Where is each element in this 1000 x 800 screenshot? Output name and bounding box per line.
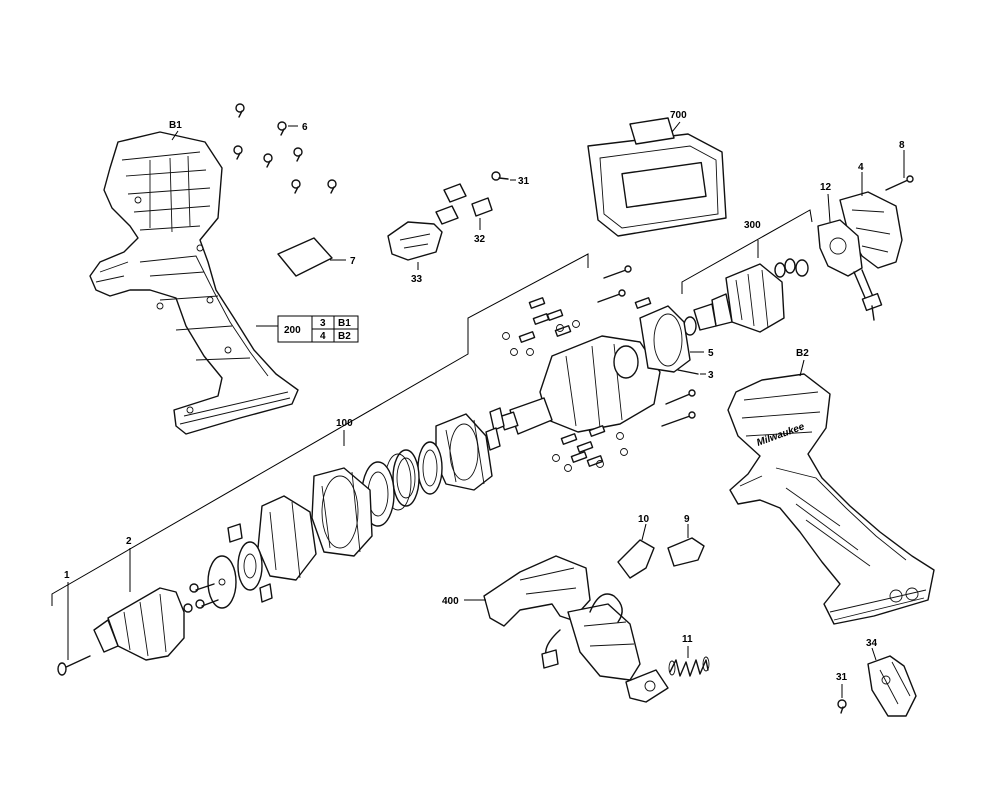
- label-31-bottom: 31: [836, 672, 848, 683]
- screw-8: [885, 175, 914, 191]
- label-b2: B2: [796, 348, 809, 359]
- leader-b1: [171, 130, 179, 141]
- pin-3: [677, 369, 699, 375]
- label-b1: B1: [169, 120, 182, 131]
- bracket-300: [681, 209, 813, 294]
- label-plate-7: [277, 237, 333, 277]
- label-100: 100: [336, 418, 353, 429]
- label-33: 33: [411, 274, 423, 285]
- label-6: 6: [302, 122, 308, 133]
- chuck-2: [93, 583, 219, 661]
- label-3: 3: [708, 370, 714, 381]
- label-11: 11: [682, 634, 693, 645]
- gearbox-screws-pins: [485, 265, 696, 472]
- brush-plate-12: [817, 219, 883, 321]
- label-8: 8: [899, 140, 905, 151]
- gearbox-motor-housing: [499, 335, 661, 435]
- label-10: 10: [638, 514, 650, 525]
- leader-b2: [799, 359, 805, 377]
- ring-gear-5: [639, 305, 691, 373]
- table-main-number: 200: [284, 325, 301, 336]
- belt-clip-34: [867, 655, 917, 717]
- label-31-top: 31: [518, 176, 530, 187]
- trigger-lock-10: [617, 539, 655, 579]
- switch-assembly-400: [483, 555, 669, 703]
- table-row1-code: B1: [338, 318, 351, 329]
- table-row1-number: 3: [320, 318, 326, 329]
- housing-half-b1: [89, 131, 299, 435]
- label-1: 1: [64, 570, 70, 581]
- screw-31-top: [491, 171, 509, 181]
- leader-10: [641, 523, 647, 541]
- label-4: 4: [858, 162, 864, 173]
- label-32: 32: [474, 234, 486, 245]
- screw-set-6: [233, 103, 337, 194]
- bracket-100: [51, 253, 589, 606]
- table-row2-number: 4: [320, 331, 326, 342]
- label-700: 700: [670, 110, 687, 121]
- label-400: 400: [442, 596, 459, 607]
- spring-11: [668, 656, 710, 677]
- bracket-33: [387, 221, 443, 261]
- leader-12: [827, 193, 831, 223]
- clutch-assembly-100: [207, 413, 493, 609]
- direction-switch-9: [667, 537, 705, 567]
- kit-table-200: 200 3 B1 4 B2: [256, 315, 359, 343]
- clips-32: [435, 183, 493, 225]
- table-row2-code: B2: [338, 331, 351, 342]
- label-5: 5: [708, 348, 714, 359]
- label-300: 300: [744, 220, 761, 231]
- carrying-case-700: [587, 117, 727, 237]
- label-34: 34: [866, 638, 878, 649]
- housing-half-b2: [727, 373, 935, 625]
- screw-31-bottom: [837, 699, 847, 714]
- chuck-screw-1: [57, 655, 91, 676]
- leader-34: [871, 647, 877, 661]
- motor-armature-300: [683, 258, 809, 336]
- label-12: 12: [820, 182, 832, 193]
- label-7: 7: [350, 256, 356, 267]
- leader-700: [671, 121, 681, 133]
- label-2: 2: [126, 536, 132, 547]
- label-9: 9: [684, 514, 690, 525]
